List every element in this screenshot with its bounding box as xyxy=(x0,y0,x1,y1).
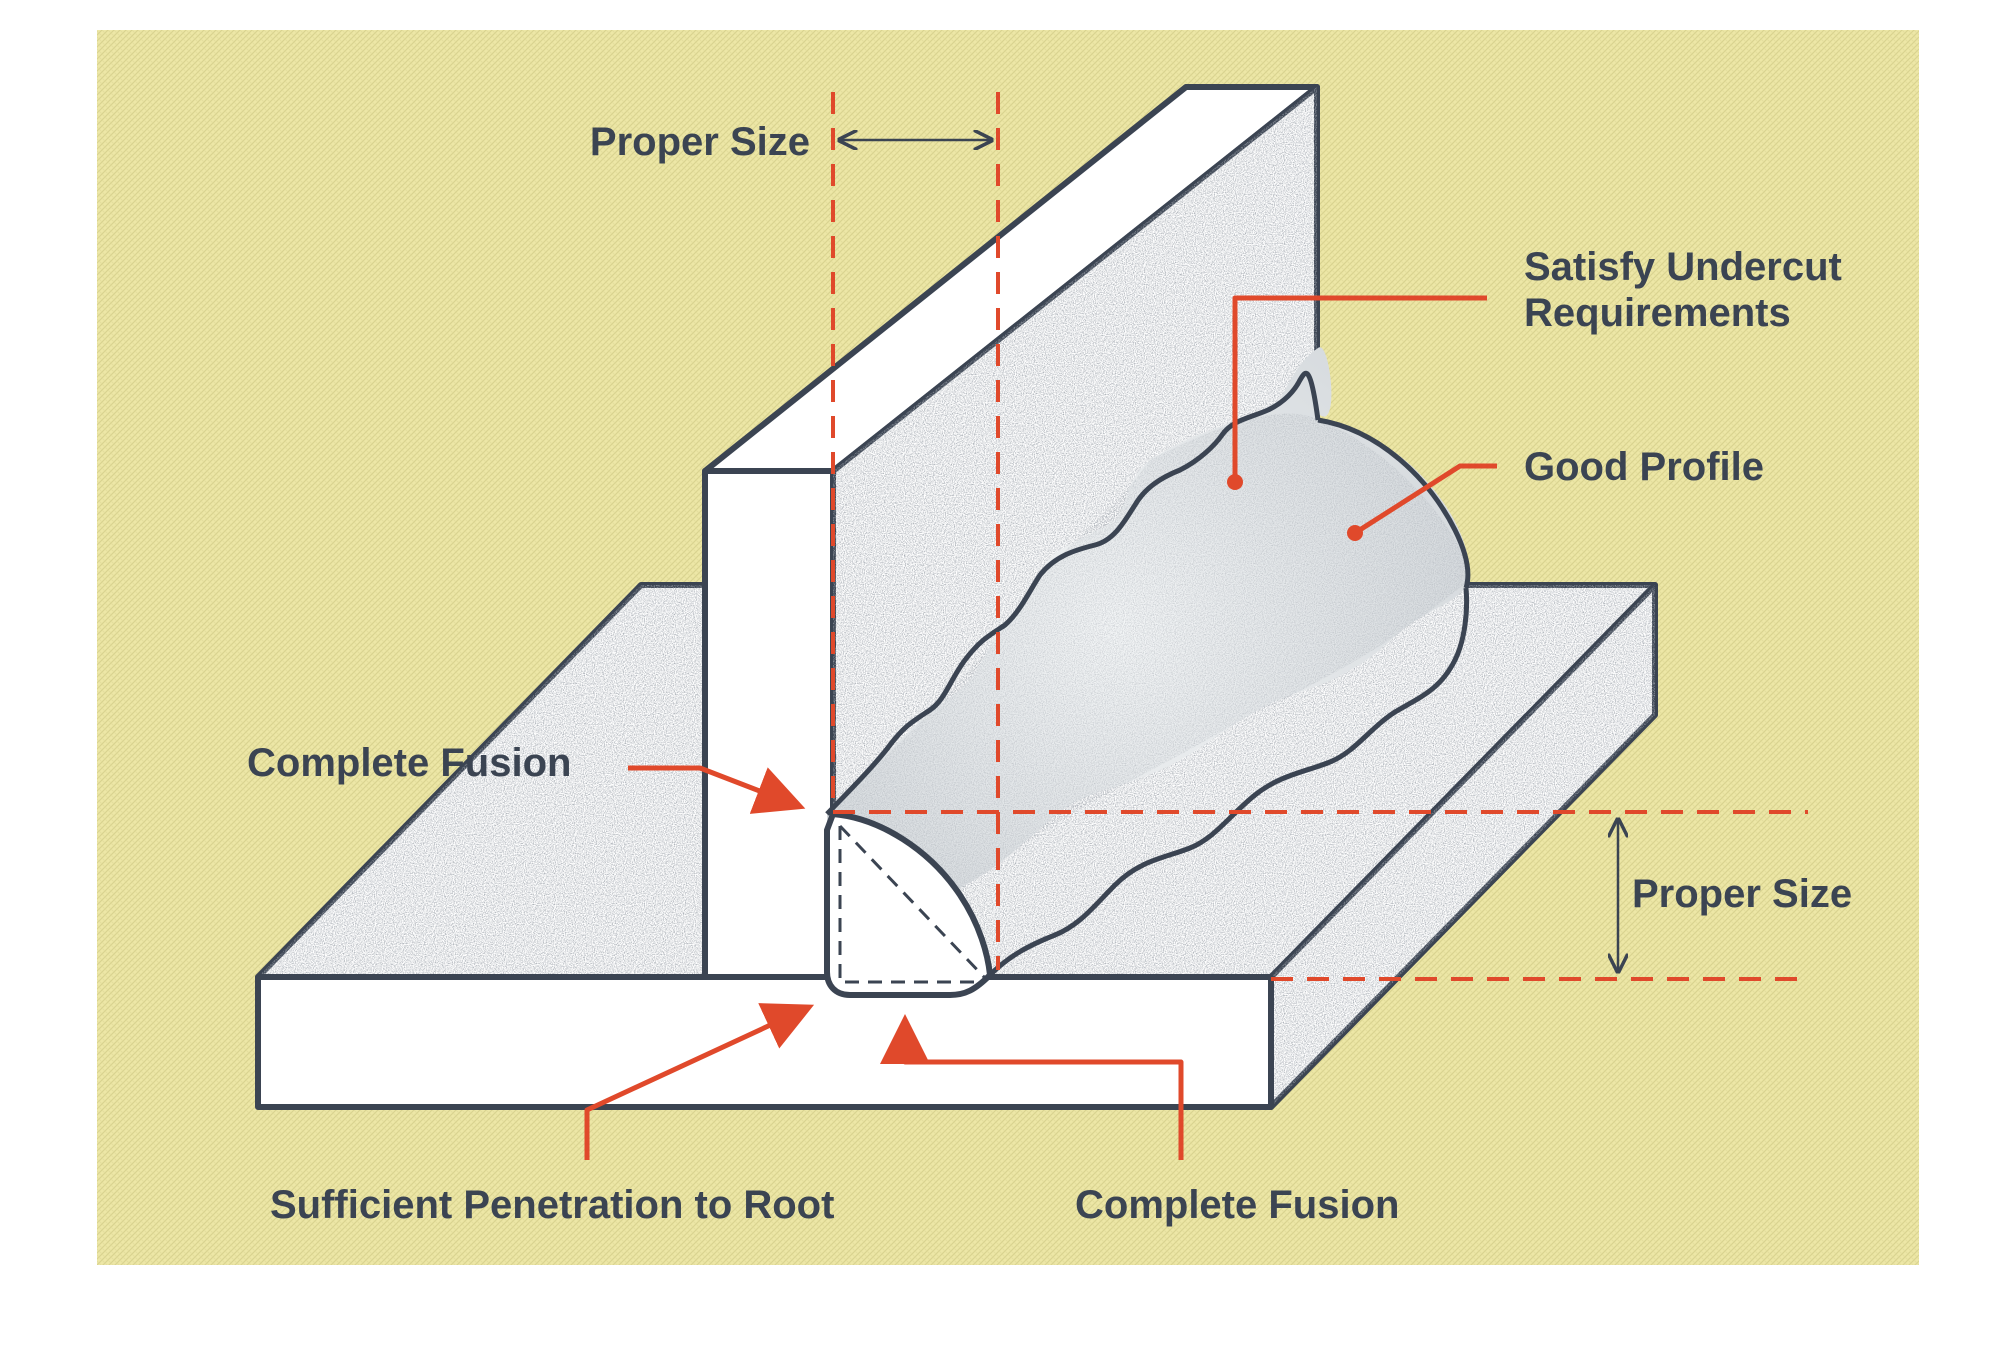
weld-crown-edge xyxy=(1317,417,1471,589)
label-complete-fusion-bottom: Complete Fusion xyxy=(1075,1183,1399,1227)
weld-upper-toe xyxy=(825,370,1321,816)
good-profile-leader xyxy=(1353,463,1497,536)
base-plate-side-texture xyxy=(1271,585,1655,1107)
undercut-leader-dot xyxy=(1227,474,1243,490)
label-proper-size-top: Proper Size xyxy=(590,120,810,164)
labels: Proper Size Satisfy Undercut Requirement… xyxy=(247,120,1852,1227)
label-complete-fusion-left: Complete Fusion xyxy=(247,741,571,785)
callout-leaders xyxy=(584,295,1497,1160)
size-reference-lines xyxy=(831,92,1808,981)
weld-lower-toe xyxy=(988,587,1470,977)
weld-bead-texture xyxy=(827,413,1470,976)
good-profile-leader-dot xyxy=(1347,525,1363,541)
penetration-leader xyxy=(584,1003,815,1160)
complete-fusion-left-leader xyxy=(628,765,806,814)
weld-bead xyxy=(824,347,1471,998)
vertical-plate-front-end xyxy=(702,468,836,980)
label-good-profile: Good Profile xyxy=(1524,445,1764,489)
label-proper-size-right: Proper Size xyxy=(1632,872,1852,916)
label-satisfy-undercut-line1: Satisfy Undercut xyxy=(1524,245,1842,289)
label-satisfy-undercut-line2: Requirements xyxy=(1524,291,1791,335)
base-plate-front-face xyxy=(255,974,1274,1110)
weld-cross-section xyxy=(824,811,993,998)
undercut-leader xyxy=(1232,295,1487,482)
weld-leg-dashed xyxy=(838,824,987,984)
label-sufficient-penetration: Sufficient Penetration to Root xyxy=(270,1183,834,1227)
complete-fusion-bottom-leader xyxy=(880,1014,1184,1160)
